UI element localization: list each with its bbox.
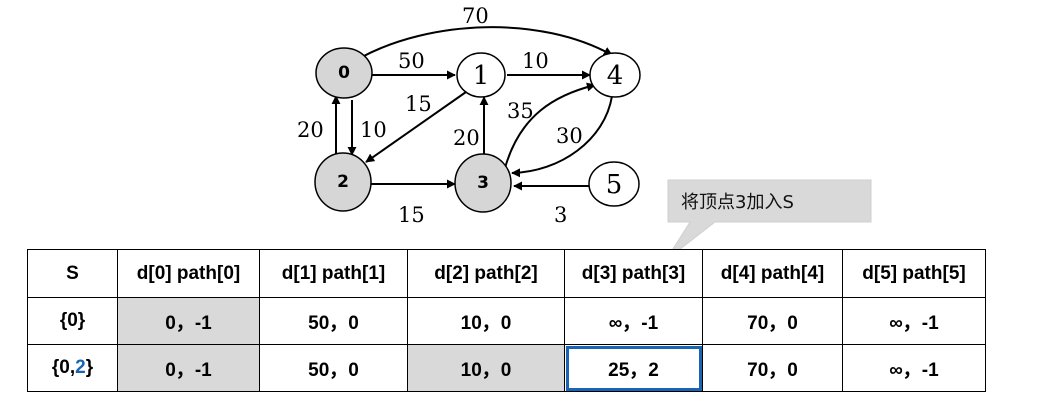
header-s: S [27, 249, 118, 298]
callout-shape [667, 179, 872, 250]
header-d3: d[3] path[3] [564, 249, 703, 298]
node-2-shape [314, 152, 372, 212]
weight-1-2: 15 [405, 92, 432, 116]
weight-0-2: 10 [360, 118, 387, 142]
cell-d2: 10，0 [407, 344, 565, 392]
node-5-label: 5 [606, 170, 623, 200]
weight-2-0: 20 [297, 118, 324, 142]
cell-d0: 0，-1 [117, 344, 260, 392]
header-d5: d[5] path[5] [842, 249, 986, 298]
table-header-row: S d[0] path[0] d[1] path[1] d[2] path[2]… [27, 249, 986, 298]
callout-text: 将顶点3加入S [681, 192, 794, 213]
node-4: 4 [589, 52, 641, 98]
node-1: 1 [456, 52, 506, 98]
node-5: 5 [588, 161, 640, 207]
table-row: {0,2} 0，-1 50，0 10，0 25，2 70，0 ∞，-1 [27, 344, 986, 392]
weight-2-3: 15 [398, 203, 425, 227]
callout-bubble: 将顶点3加入S [667, 179, 872, 250]
header-d2: d[2] path[2] [407, 249, 565, 298]
weight-4-3: 30 [556, 124, 583, 148]
set-open: {0, [51, 357, 76, 378]
weight-3-1: 20 [453, 126, 480, 150]
weight-3-4: 35 [507, 99, 534, 123]
weight-0-4: 70 [462, 4, 489, 28]
cell-d3-highlighted: 25，2 [564, 344, 703, 392]
node-0-label: 0 [338, 63, 350, 83]
header-d1: d[1] path[1] [259, 249, 408, 298]
node-4-shape [589, 52, 641, 98]
edge-1-2 [365, 91, 467, 163]
weight-0-1: 50 [398, 49, 425, 73]
set-cell: {0,2} [27, 344, 118, 392]
node-3: 3 [454, 153, 512, 213]
cell-d2: 10，0 [407, 297, 565, 345]
node-0: 0 [315, 47, 373, 99]
set-close: } [77, 310, 86, 331]
node-3-label: 3 [477, 173, 489, 193]
cell-d3: ∞，-1 [564, 297, 703, 345]
node-2-label: 2 [337, 172, 349, 192]
cell-d1: 50，0 [259, 297, 408, 345]
edge-0-4 [359, 26, 613, 59]
node-4-label: 4 [607, 61, 624, 91]
cell-d4: 70，0 [702, 297, 843, 345]
weight-1-4: 10 [522, 49, 549, 73]
node-5-shape [588, 161, 640, 207]
graph-diagram: 50 70 10 20 15 10 15 20 35 30 3 0 1 2 3 … [297, 4, 872, 250]
cell-d4: 70，0 [702, 344, 843, 392]
table-row: {0} 0，-1 50，0 10，0 ∞，-1 70，0 ∞，-1 [27, 297, 986, 345]
set-open: {0 [59, 310, 78, 331]
edge-3-4 [504, 82, 596, 169]
node-1-shape [456, 52, 506, 98]
distance-path-table: S d[0] path[0] d[1] path[1] d[2] path[2]… [27, 249, 986, 392]
node-0-shape [315, 47, 373, 99]
cell-d0: 0，-1 [117, 297, 260, 345]
cell-d5: ∞，-1 [842, 297, 986, 345]
node-3-shape [454, 153, 512, 213]
weight-5-3: 3 [554, 203, 567, 227]
edge-4-3 [511, 95, 613, 178]
cell-d5: ∞，-1 [842, 344, 986, 392]
header-d0: d[0] path[0] [117, 249, 260, 298]
node-1-label: 1 [473, 61, 490, 91]
set-cell: {0} [27, 297, 118, 345]
node-2: 2 [314, 152, 372, 212]
cell-d1: 50，0 [259, 344, 408, 392]
set-added: 2 [75, 357, 86, 378]
set-close: } [85, 357, 94, 378]
header-d4: d[4] path[4] [702, 249, 843, 298]
